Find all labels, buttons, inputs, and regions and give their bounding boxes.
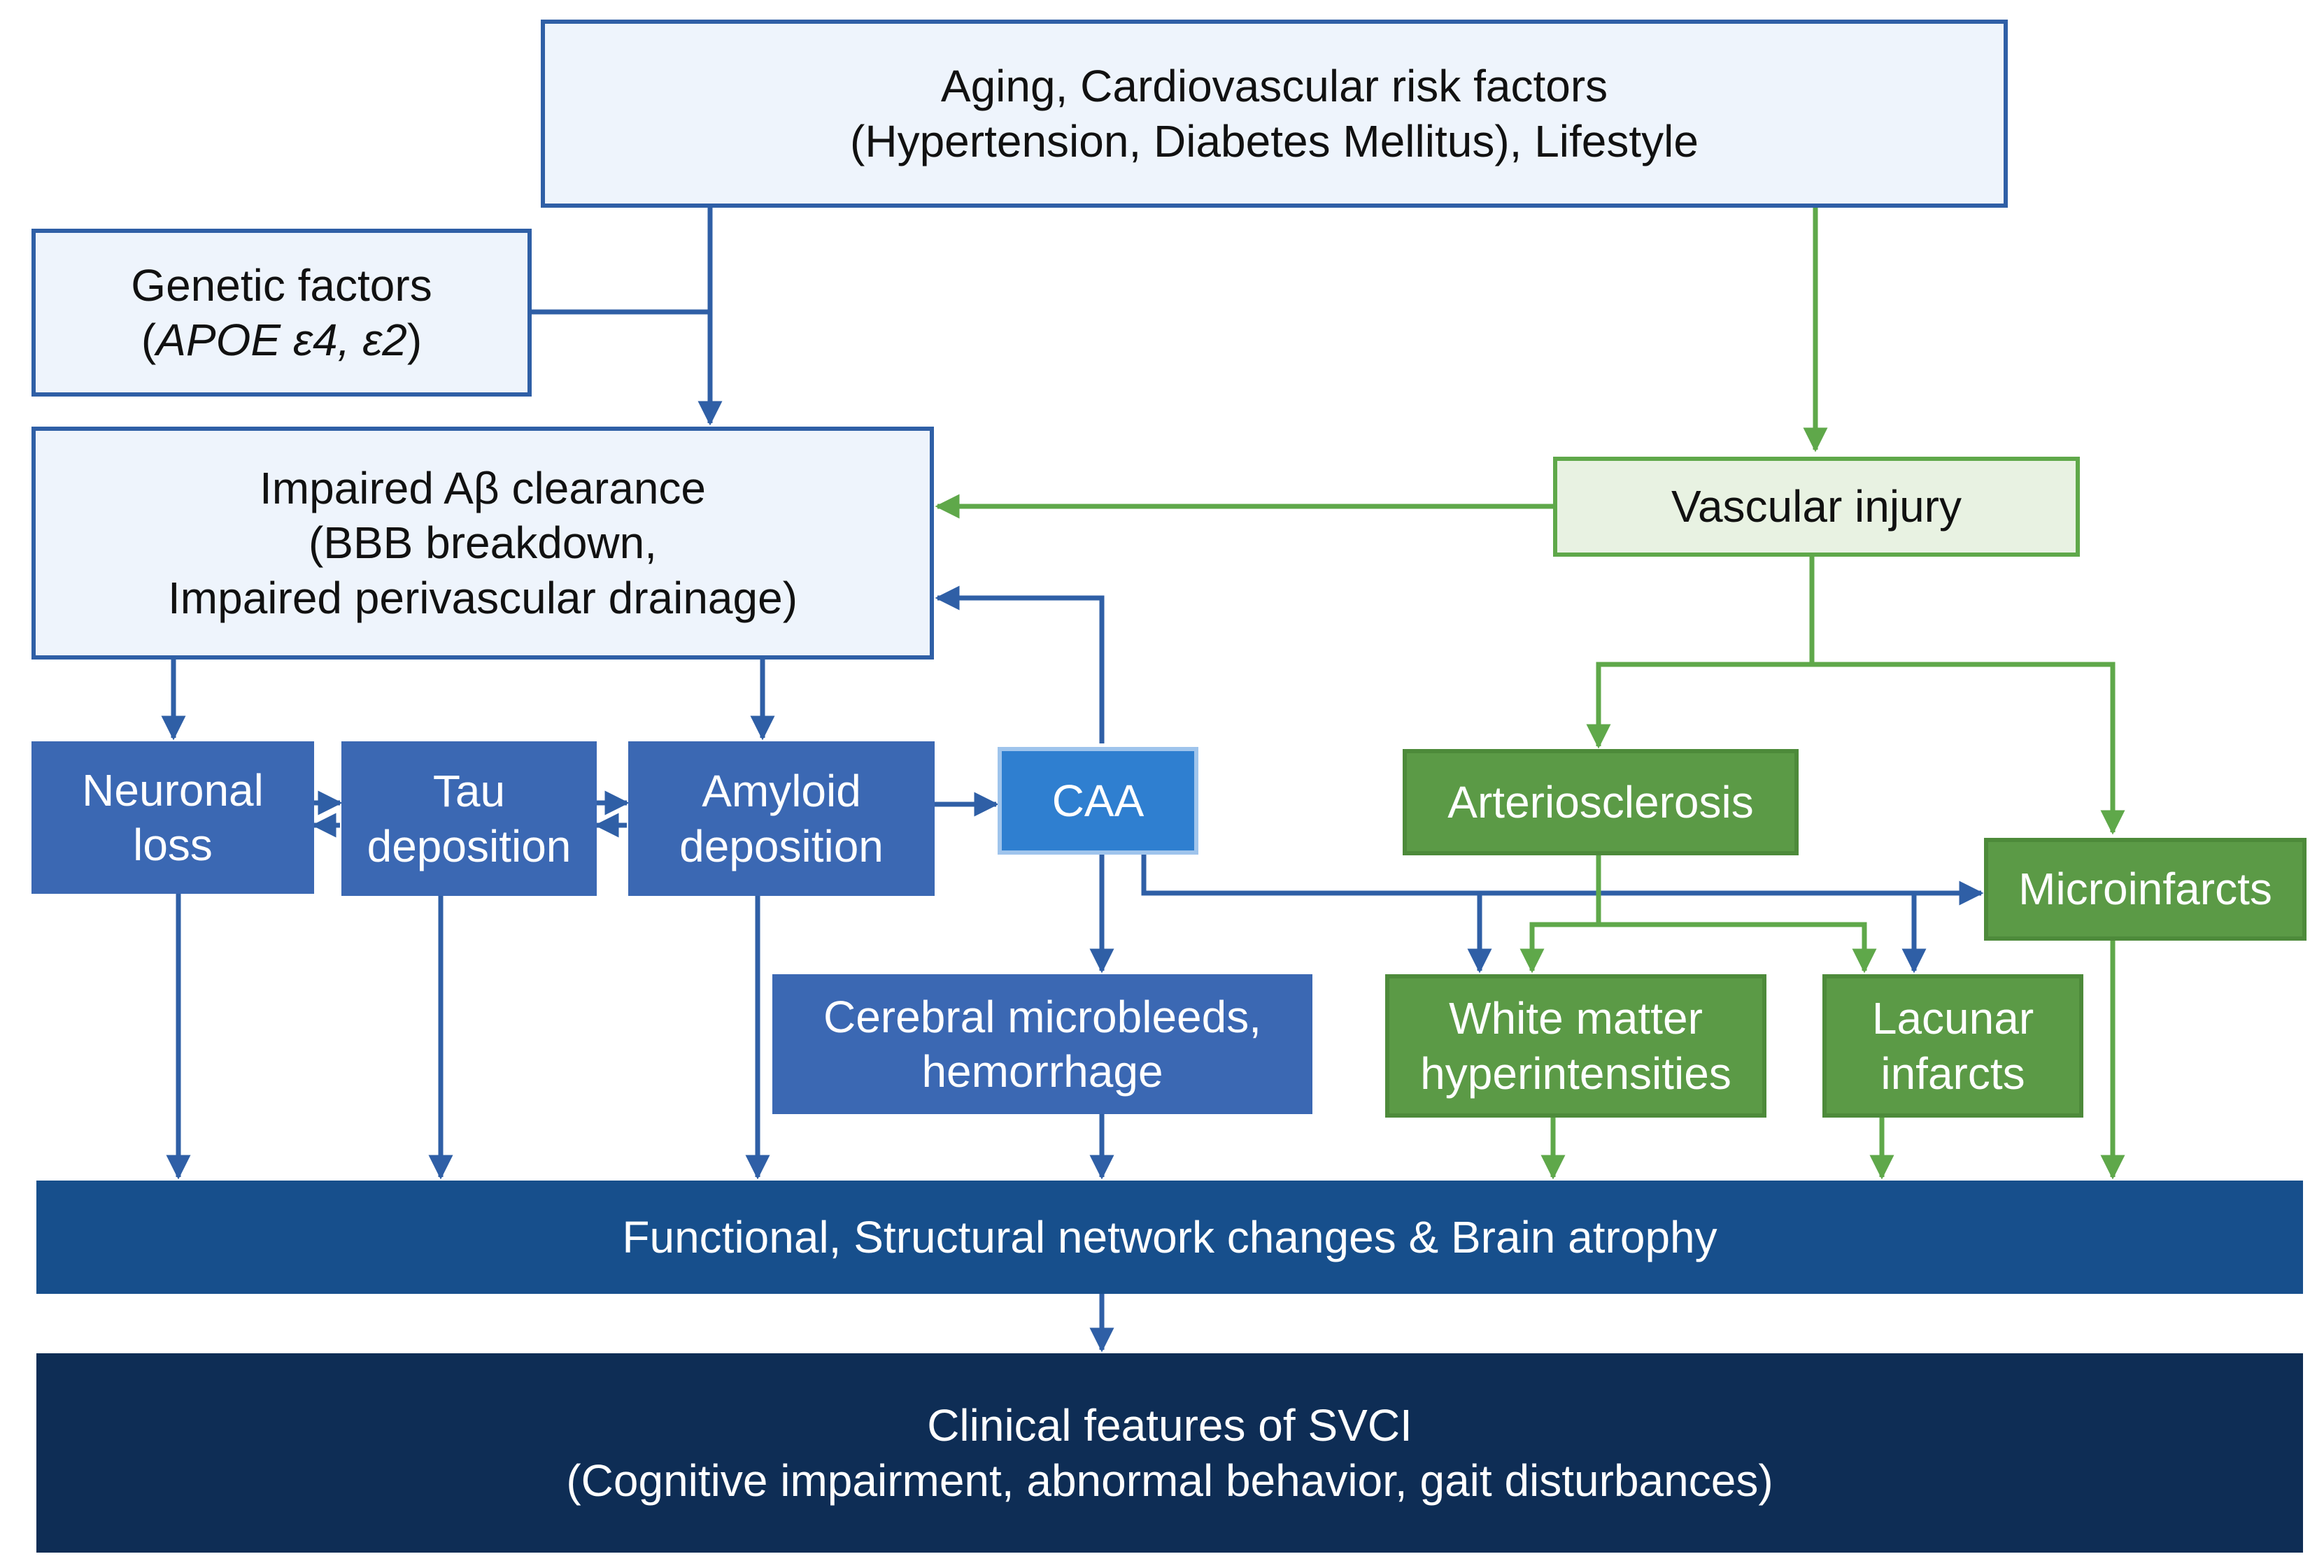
vascular-injury-box: Vascular injury (1553, 457, 2080, 557)
vascular-injury-label: Vascular injury (1671, 481, 1962, 532)
neuronal-loss-line-2: loss (133, 820, 213, 870)
clearance-line-3: Impaired perivascular drainage) (168, 572, 798, 623)
lacunar-line-1: Lacunar (1871, 993, 2034, 1044)
clearance-line-2: (BBB breakdown, (308, 518, 658, 569)
neuronal-loss-box: Neuronal loss (31, 741, 314, 894)
lacunar-line-2: infarcts (1880, 1048, 2025, 1099)
arrow-branch-to-microinfarcts (1812, 662, 2125, 835)
microinfarcts-box: Microinfarcts (1984, 838, 2307, 941)
caa-label: CAA (1051, 775, 1145, 826)
genetic-factors-alleles: (APOE ε4, ε2) (141, 313, 422, 367)
microbleeds-box: Cerebral microbleeds, hemorrhage (772, 974, 1312, 1114)
microbleeds-line-2: hemorrhage (921, 1046, 1163, 1097)
tau-line-2: deposition (367, 820, 572, 871)
risk-factors-line-2: (Hypertension, Diabetes Mellitus), Lifes… (850, 115, 1699, 166)
white-matter-box: White matter hyperintensities (1385, 974, 1766, 1118)
clinical-features-bar: Clinical features of SVCI (Cognitive imp… (36, 1353, 2303, 1553)
tau-line-1: Tau (432, 766, 506, 817)
arteriosclerosis-box: Arteriosclerosis (1403, 749, 1799, 855)
microbleeds-line-1: Cerebral microbleeds, (823, 991, 1262, 1042)
impaired-clearance-box: Impaired Aβ clearance (BBB breakdown, Im… (31, 427, 934, 660)
network-changes-label: Functional, Structural network changes &… (622, 1211, 1717, 1262)
amyloid-line-1: Amyloid (702, 766, 861, 817)
microinfarcts-label: Microinfarcts (2018, 864, 2272, 915)
genetic-factors-title: Genetic factors (131, 259, 432, 311)
lacunar-infarcts-box: Lacunar infarcts (1822, 974, 2083, 1118)
genetic-close-paren: ) (406, 315, 423, 365)
arteriosclerosis-label: Arteriosclerosis (1447, 776, 1754, 827)
risk-factors-box: Aging, Cardiovascular risk factors (Hype… (541, 20, 2008, 208)
arrow-arteriosclerosis-to-wmh (1519, 922, 1599, 974)
clearance-line-1: Impaired Aβ clearance (259, 463, 707, 514)
arrow-caa-to-microinfarcts (1141, 855, 1984, 906)
white-matter-line-2: hyperintensities (1420, 1048, 1731, 1099)
white-matter-line-1: White matter (1449, 993, 1703, 1044)
arrow-branch-to-arteriosclerosis (1586, 662, 1812, 749)
network-changes-bar: Functional, Structural network changes &… (36, 1181, 2303, 1294)
arrow-caa-to-clearance (935, 585, 1105, 743)
genetic-open-paren: ( (141, 315, 157, 365)
arrow-arteriosclerosis-to-lacunar (1599, 922, 1877, 974)
genetic-factors-box: Genetic factors (APOE ε4, ε2) (31, 229, 532, 397)
amyloid-line-2: deposition (679, 820, 884, 871)
amyloid-deposition-box: Amyloid deposition (628, 741, 935, 896)
caa-box: CAA (998, 747, 1198, 855)
clinical-line-2: (Cognitive impairment, abnormal behavior… (566, 1455, 1773, 1506)
clinical-line-1: Clinical features of SVCI (927, 1400, 1412, 1451)
genetic-alleles-italic: APOE ε4, ε2 (156, 315, 407, 365)
tau-deposition-box: Tau deposition (341, 741, 597, 896)
risk-factors-line-1: Aging, Cardiovascular risk factors (940, 61, 1608, 112)
neuronal-loss-line-1: Neuronal (82, 764, 264, 815)
